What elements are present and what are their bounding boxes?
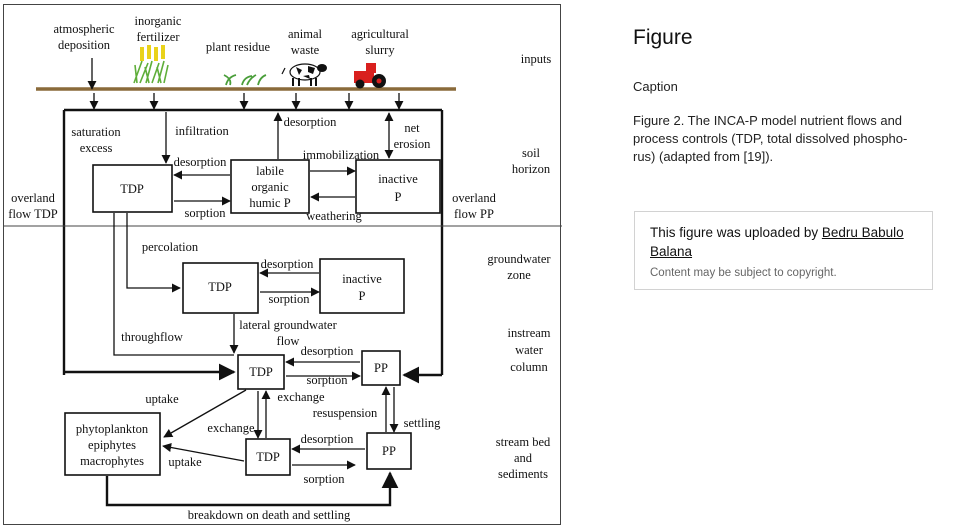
label-exchange-right: exchange <box>277 390 325 404</box>
box-text-inactive-soil-p: P <box>395 190 402 204</box>
box-text-humic: humic P <box>249 196 290 210</box>
label-deposition: deposition <box>58 38 111 52</box>
label-atmospheric: atmospheric <box>53 22 115 36</box>
label-desorption-bed: desorption <box>301 432 355 446</box>
label-horizon: horizon <box>512 162 551 176</box>
box-text-bed-pp: PP <box>382 444 396 458</box>
box-text-epiphytes: epiphytes <box>88 438 136 452</box>
label-agricultural: agricultural <box>351 27 409 41</box>
label-and: and <box>514 451 533 465</box>
caption-text: Figure 2. The INCA-P model nutrient flow… <box>633 113 908 164</box>
label-flow-pp: flow PP <box>454 207 494 221</box>
label-weathering: weathering <box>306 209 362 223</box>
box-text-labile: labile <box>256 164 284 178</box>
inca-p-diagram: atmospheric deposition inorganic fertili… <box>4 14 562 522</box>
fertilizer-icon <box>133 45 169 84</box>
label-flow-tdp: flow TDP <box>8 207 57 221</box>
label-plant-residue: plant residue <box>206 40 271 54</box>
upload-line: This figure was uploaded by Bedru Babulo… <box>650 223 918 261</box>
box-text-macrophytes: macrophytes <box>80 454 144 468</box>
label-sorption-gw: sorption <box>269 292 311 306</box>
label-immobilization: immobilization <box>303 148 380 162</box>
label-percolation: percolation <box>142 240 199 254</box>
box-text-phytoplankton: phytoplankton <box>76 422 149 436</box>
label-settling: settling <box>404 416 442 430</box>
caption-label: Caption <box>633 79 678 94</box>
label-zone: zone <box>507 268 531 282</box>
label-net: net <box>404 121 420 135</box>
figure-heading: Figure <box>633 26 693 49</box>
plant-residue-icon <box>223 74 267 86</box>
box-text-instream-pp: PP <box>374 361 388 375</box>
copyright-note: Content may be subject to copyright. <box>650 267 837 279</box>
labile-organic-box <box>230 159 310 214</box>
groundwater-tdp-box <box>182 262 259 314</box>
label-desorption-top: desorption <box>284 115 338 129</box>
label-sorption-bed: sorption <box>304 472 346 486</box>
label-desorption-instream: desorption <box>301 344 355 358</box>
box-text-soil-tdp: TDP <box>120 182 144 196</box>
figure-image: atmospheric deposition inorganic fertili… <box>3 4 562 525</box>
box-text-instream-tdp: TDP <box>249 365 273 379</box>
box-text-gw-tdp: TDP <box>208 280 232 294</box>
box-text-organic: organic <box>251 180 289 194</box>
cow-icon <box>281 63 327 86</box>
label-column: column <box>510 360 548 374</box>
label-fertilizer: fertilizer <box>136 30 180 44</box>
instream-pp-box <box>361 350 401 386</box>
label-soil: soil <box>522 146 541 160</box>
label-overland-tdp: overland <box>11 191 55 205</box>
box-text-inactive-soil: inactive <box>378 172 418 186</box>
label-sorption-soil: sorption <box>185 206 227 220</box>
label-lateral-flow: flow <box>277 334 300 348</box>
uploader-link[interactable]: Bedru Babulo Balana <box>650 225 904 259</box>
tractor-icon <box>354 63 386 89</box>
label-throughflow: throughflow <box>121 330 183 344</box>
label-desorption-soil: desorption <box>174 155 228 169</box>
box-text-inactive-gw-p: P <box>359 289 366 303</box>
label-uptake-top: uptake <box>145 392 179 406</box>
box-text-inactive-gw: inactive <box>342 272 382 286</box>
bed-pp-box <box>366 432 412 470</box>
label-groundwater: groundwater <box>487 252 551 266</box>
label-uptake-bottom: uptake <box>168 455 202 469</box>
label-instream: instream <box>507 326 550 340</box>
diagram-labels: atmospheric deposition inorganic fertili… <box>8 14 551 522</box>
label-breakdown: breakdown on death and settling <box>188 508 351 522</box>
label-animal: animal <box>288 27 323 41</box>
label-lateral: lateral groundwater <box>239 318 337 332</box>
label-stream-bed: stream bed <box>496 435 551 449</box>
label-resuspension: resuspension <box>313 406 378 420</box>
label-erosion: erosion <box>394 137 432 151</box>
label-overland-pp: overland <box>452 191 496 205</box>
soil-tdp-box <box>92 164 173 213</box>
label-inputs: inputs <box>521 52 552 66</box>
label-sediments: sediments <box>498 467 548 481</box>
inactive-soil-box <box>355 159 441 214</box>
phytoplankton-box <box>64 412 161 476</box>
label-sorption-instream: sorption <box>307 373 349 387</box>
inactive-groundwater-box <box>319 258 405 314</box>
instream-tdp-box <box>237 354 285 390</box>
label-inorganic: inorganic <box>135 14 182 28</box>
upload-info-card: This figure was uploaded by Bedru Babulo… <box>634 211 933 290</box>
label-saturation: saturation <box>71 125 121 139</box>
bed-tdp-box <box>245 438 291 476</box>
label-infiltration: infiltration <box>175 124 229 138</box>
label-excess: excess <box>80 141 113 155</box>
label-slurry: slurry <box>365 43 395 57</box>
upload-prefix: This figure was uploaded by <box>650 225 822 240</box>
label-waste: waste <box>291 43 320 57</box>
label-desorption-gw: desorption <box>261 257 315 271</box>
label-water: water <box>515 343 544 357</box>
label-exchange-left: exchange <box>207 421 255 435</box>
box-text-bed-tdp: TDP <box>256 450 280 464</box>
